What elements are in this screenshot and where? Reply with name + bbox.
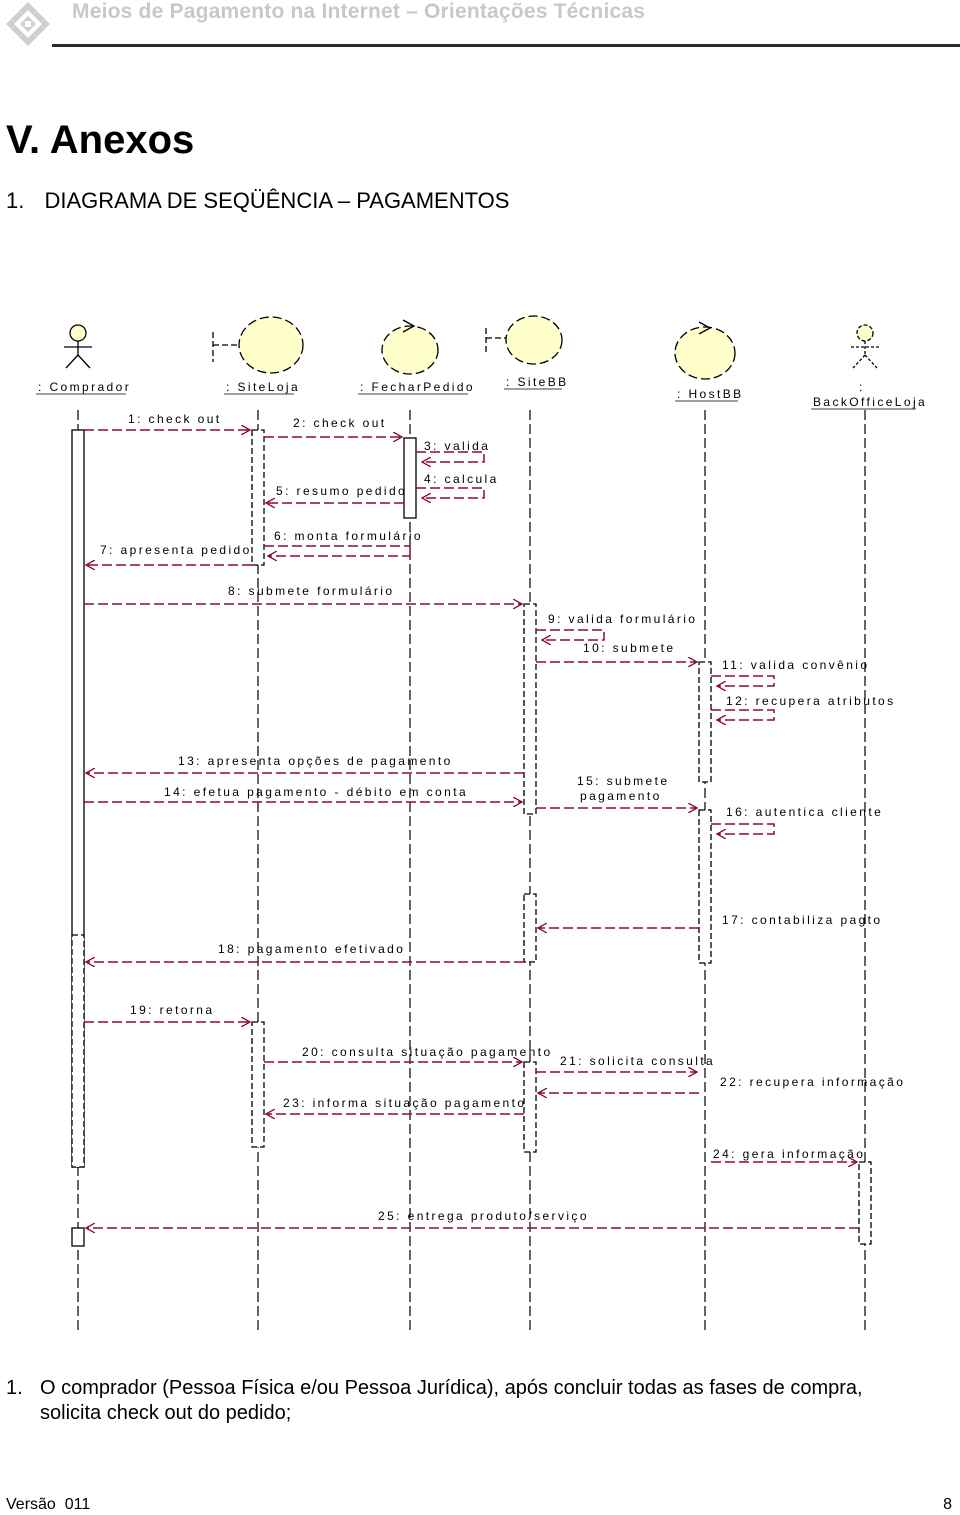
message-arrow	[536, 629, 605, 640]
participant-label: :	[859, 380, 865, 394]
sequence-diagram: : Comprador : SiteLoja : FecharPedido : …	[0, 300, 960, 1340]
actor-icon	[64, 324, 92, 369]
message-label: 18: pagamento efetivado	[218, 942, 405, 956]
message-label: 11: valida convênio	[722, 658, 869, 672]
message-arrow	[416, 487, 485, 498]
participant-label: : HostBB	[677, 387, 744, 401]
message-label: 3: valida	[424, 439, 490, 453]
control-icon	[674, 321, 736, 380]
message-label: 12: recupera atributos	[726, 694, 896, 708]
messages	[84, 430, 859, 1228]
header-title: Meios de Pagamento na Internet – Orienta…	[72, 0, 646, 23]
message-label: 23: informa situação pagamento	[283, 1096, 526, 1110]
participant-label: : Comprador	[38, 380, 131, 394]
message-label: 7: apresenta pedido	[100, 543, 252, 557]
message-label: 2: check out	[293, 416, 387, 430]
step-description: 1. O comprador (Pessoa Física e/ou Pessoa…	[6, 1376, 956, 1426]
message-arrow	[416, 451, 485, 462]
message-label: 5: resumo pedido	[276, 484, 407, 498]
message-label: 15: submete	[577, 774, 669, 788]
message-label: 1: check out	[128, 412, 222, 426]
message-arrow	[711, 675, 775, 686]
bank-logo-icon	[6, 2, 50, 46]
participant-label: BackOfficeLoja	[813, 395, 927, 409]
participant-label: : SiteBB	[506, 375, 569, 389]
message-label: 25: entrega produto/serviço	[378, 1209, 589, 1223]
page-header: Meios de Pagamento na Internet – Orienta…	[0, 0, 960, 52]
message-labels: 1: check out 2: check out 3: valida 4: c…	[100, 412, 905, 1223]
boundary-icon	[485, 315, 563, 365]
message-label: 6: monta formulário	[274, 529, 423, 543]
actor-icon	[851, 324, 879, 369]
step-number: 1.	[6, 1377, 23, 1399]
message-label: 24: gera informação	[713, 1147, 865, 1161]
message-label: 22: recupera informação	[720, 1075, 905, 1089]
message-arrow	[711, 823, 775, 834]
participant-label: : FecharPedido	[360, 380, 475, 394]
step-text-line1: O comprador (Pessoa Física e/ou Pessoa J…	[40, 1377, 863, 1399]
message-label: 9: valida formulário	[548, 612, 697, 626]
footer-page-number: 8	[943, 1496, 952, 1513]
control-icon	[381, 319, 439, 375]
message-arrow	[264, 545, 411, 556]
message-label: 4: calcula	[424, 472, 499, 486]
participant-labels: : Comprador : SiteLoja : FecharPedido : …	[36, 375, 927, 410]
step-text-line2: solicita check out do pedido;	[40, 1402, 292, 1424]
participant-label: : SiteLoja	[226, 380, 300, 394]
message-label: 19: retorna	[130, 1003, 214, 1017]
message-label: 14: efetua pagamento - débito em conta	[164, 785, 468, 799]
subtitle-text: DIAGRAMA DE SEQÜÊNCIA – PAGAMENTOS	[44, 188, 510, 213]
footer-version: Versão 011	[6, 1496, 91, 1513]
message-label: 20: consulta situação pagamento	[302, 1045, 553, 1059]
header-divider	[52, 44, 960, 47]
section-title: V. Anexos	[6, 118, 195, 162]
boundary-icon	[212, 316, 304, 374]
subtitle-number: 1.	[6, 188, 25, 213]
activations	[71, 429, 872, 1247]
message-label: 17: contabiliza pagto	[722, 913, 882, 927]
message-label: pagamento	[580, 789, 662, 803]
message-label: 13: apresenta opções de pagamento	[178, 754, 453, 768]
message-label: 8: submete formulário	[228, 584, 394, 598]
message-arrow	[711, 709, 775, 720]
message-label: 10: submete	[583, 641, 675, 655]
message-label: 21: solicita consulta	[560, 1054, 715, 1068]
message-label: 16: autentica cliente	[726, 805, 883, 819]
section-subtitle: 1. DIAGRAMA DE SEQÜÊNCIA – PAGAMENTOS	[6, 188, 509, 214]
